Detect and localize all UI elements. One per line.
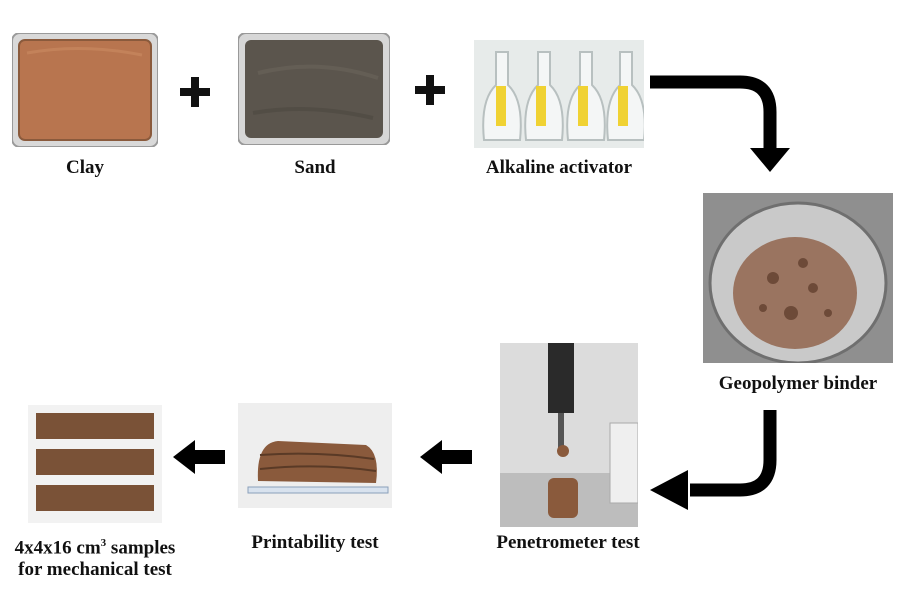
label-clay: Clay bbox=[66, 157, 104, 178]
samples-superscript: 3 bbox=[100, 537, 107, 549]
label-geopolymer-binder: Geopolymer binder bbox=[718, 373, 878, 394]
samples-photo bbox=[28, 405, 162, 523]
samples-line1-rest: samples bbox=[106, 537, 176, 559]
arrow-to-printability bbox=[442, 450, 472, 464]
label-alkaline-activator: Alkaline activator bbox=[485, 157, 633, 178]
arrow-to-binder bbox=[650, 75, 777, 150]
arrowhead-left bbox=[650, 470, 688, 510]
label-samples: 4x4x16 cm3 samples for mechanical test bbox=[2, 532, 188, 581]
alkaline-activator-photo bbox=[474, 40, 644, 148]
plus-icon bbox=[180, 77, 210, 107]
clay-tray-photo bbox=[12, 33, 158, 147]
sand-tray-photo bbox=[238, 33, 390, 145]
label-printability-test: Printability test bbox=[251, 532, 379, 553]
samples-line2: for mechanical test bbox=[18, 559, 172, 581]
label-sand: Sand bbox=[294, 157, 336, 178]
samples-line1: 4x4x16 cm bbox=[14, 537, 101, 559]
plus-icon bbox=[415, 75, 445, 105]
arrowhead-down bbox=[750, 148, 790, 172]
arrow-to-penetrometer bbox=[690, 410, 777, 497]
label-penetrometer-test: Penetrometer test bbox=[496, 532, 640, 553]
arrow-to-samples bbox=[195, 450, 225, 464]
geopolymer-binder-photo bbox=[703, 193, 893, 363]
penetrometer-photo bbox=[500, 343, 638, 527]
printability-photo bbox=[238, 403, 392, 508]
